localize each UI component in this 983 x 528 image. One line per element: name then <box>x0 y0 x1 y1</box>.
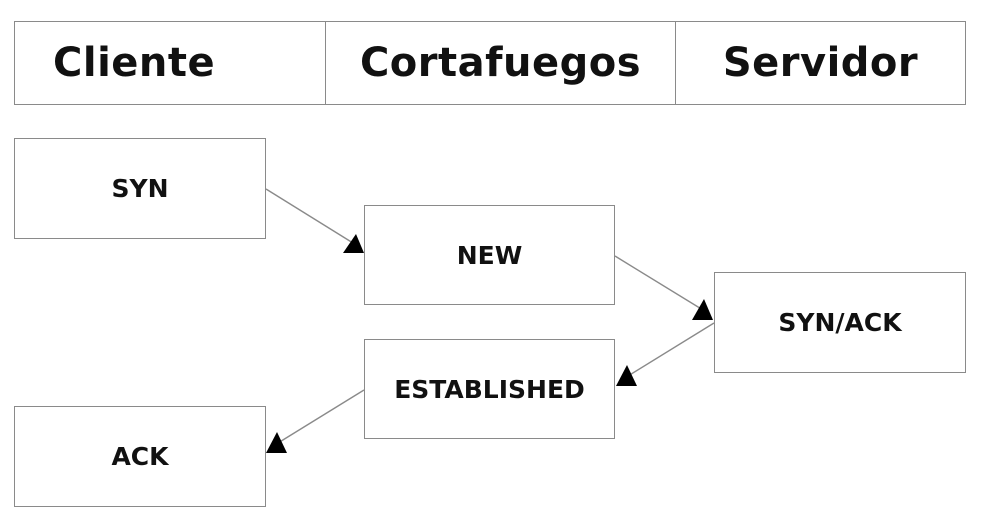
lane-header-server: Servidor <box>675 22 965 104</box>
arrow-established-to-ack <box>277 389 365 444</box>
established-box: ESTABLISHED <box>364 339 615 439</box>
arrowhead-established-to-ack <box>266 432 287 453</box>
lane-header: Cliente Cortafuegos Servidor <box>14 21 966 105</box>
arrow-new-to-synack <box>614 255 704 311</box>
arrowhead-new-to-synack <box>692 299 713 320</box>
new-box: NEW <box>364 205 615 305</box>
arrow-synack-to-established <box>627 322 715 377</box>
syn-box: SYN <box>14 138 266 239</box>
lane-header-client: Cliente <box>53 40 216 86</box>
lane-header-firewall: Cortafuegos <box>325 22 675 104</box>
synack-box: SYN/ACK <box>714 272 966 373</box>
ack-box: ACK <box>14 406 266 507</box>
arrowhead-syn-to-new <box>343 234 364 253</box>
arrowhead-synack-to-established <box>616 365 637 386</box>
arrow-syn-to-new <box>265 188 354 244</box>
